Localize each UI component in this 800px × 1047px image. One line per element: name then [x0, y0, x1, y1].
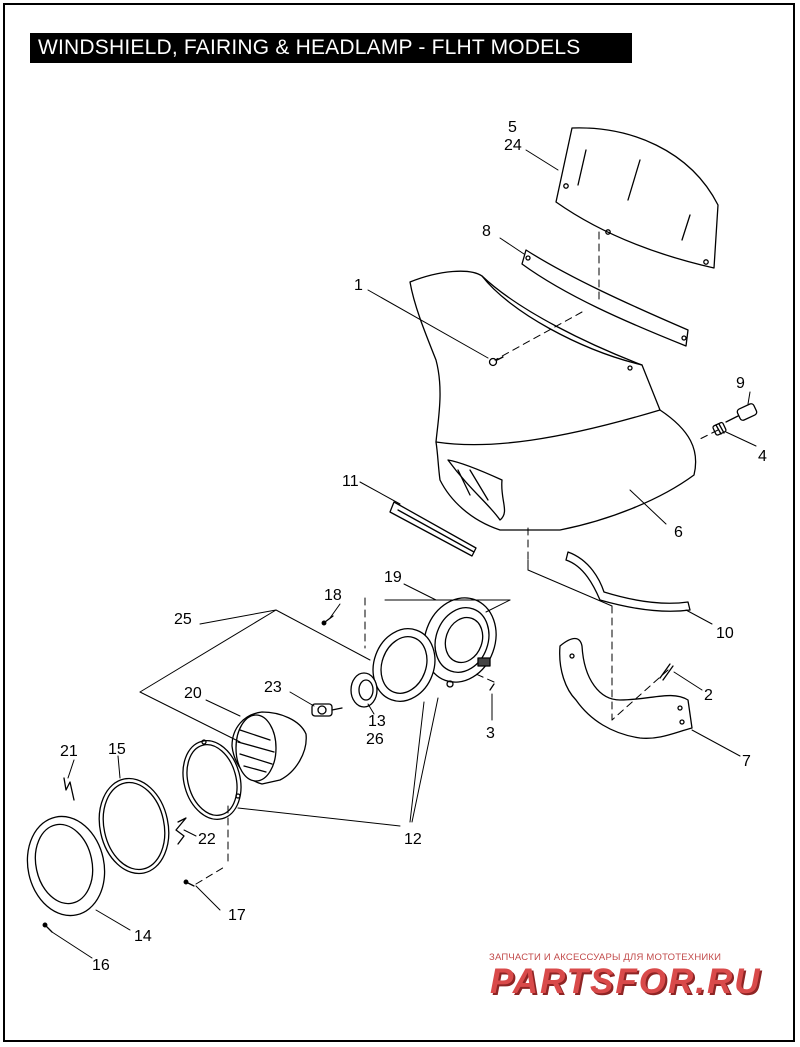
screw-16 — [42, 922, 53, 933]
mounting-bracket-7 — [559, 637, 693, 739]
callout-21: 21 — [60, 743, 78, 760]
callout-16: 16 — [92, 957, 110, 974]
seal-strip-11 — [389, 501, 477, 557]
bulb-23 — [311, 703, 343, 717]
windshield — [555, 127, 719, 269]
callout-22: 22 — [198, 831, 216, 848]
screw-2 — [659, 663, 674, 681]
screw-3 — [489, 683, 495, 691]
screw-17 — [183, 879, 195, 887]
knob-9 — [725, 403, 758, 423]
trim-ring-14 — [26, 815, 106, 917]
page-title: WINDSHIELD, FAIRING & HEADLAMP - FLHT MO… — [38, 36, 581, 59]
mounting-strip-10 — [565, 551, 691, 612]
headlamp-20 — [231, 711, 307, 785]
windshield-trim-strip — [521, 249, 689, 347]
callout-15: 15 — [108, 741, 126, 758]
fairing — [409, 270, 697, 531]
screw-18 — [321, 615, 334, 626]
callout-10: 10 — [716, 625, 734, 642]
callout-13: 13 — [368, 713, 386, 730]
mounting-ring-12 — [372, 628, 436, 702]
callout-18: 18 — [324, 587, 342, 604]
callout-8: 8 — [482, 223, 491, 240]
bulb-seal-13 — [350, 672, 378, 708]
gasket-15 — [98, 777, 170, 875]
callout-26: 26 — [366, 731, 384, 748]
callout-25: 25 — [174, 611, 192, 628]
callout-17: 17 — [228, 907, 246, 924]
callout-19: 19 — [384, 569, 402, 586]
callout-4: 4 — [758, 448, 767, 465]
group-lines — [139, 559, 613, 827]
title-bar: WINDSHIELD, FAIRING & HEADLAMP - FLHT MO… — [30, 33, 632, 63]
callout-11: 11 — [342, 473, 359, 490]
leader-lines — [51, 149, 757, 959]
callout-23: 23 — [264, 679, 282, 696]
callout-12: 12 — [404, 831, 422, 848]
nut-4 — [712, 421, 727, 436]
alignment-lines — [195, 231, 719, 885]
callout-20: 20 — [184, 685, 202, 702]
callout-numbers: 5 24 8 1 9 4 11 6 19 18 25 10 23 20 2 13… — [60, 119, 767, 974]
retaining-ring — [182, 739, 242, 820]
callout-1: 1 — [354, 277, 363, 294]
watermark-subtitle: ЗАПЧАСТИ И АКСЕССУАРЫ ДЛЯ МОТОТЕХНИКИ — [489, 952, 722, 963]
spring-22 — [175, 817, 187, 845]
callout-6: 6 — [674, 524, 683, 541]
page-border — [3, 3, 795, 1042]
callout-7: 7 — [742, 753, 751, 770]
callout-5: 5 — [508, 119, 517, 136]
callout-3: 3 — [486, 725, 495, 742]
headlamp-housing-19 — [423, 597, 497, 688]
callout-9: 9 — [736, 375, 745, 392]
callout-24: 24 — [504, 137, 522, 154]
clip-21 — [63, 777, 75, 801]
callout-14: 14 — [134, 928, 152, 945]
watermark-logo[interactable]: PARTSFOR.RU — [490, 962, 762, 1001]
callout-2: 2 — [704, 687, 713, 704]
